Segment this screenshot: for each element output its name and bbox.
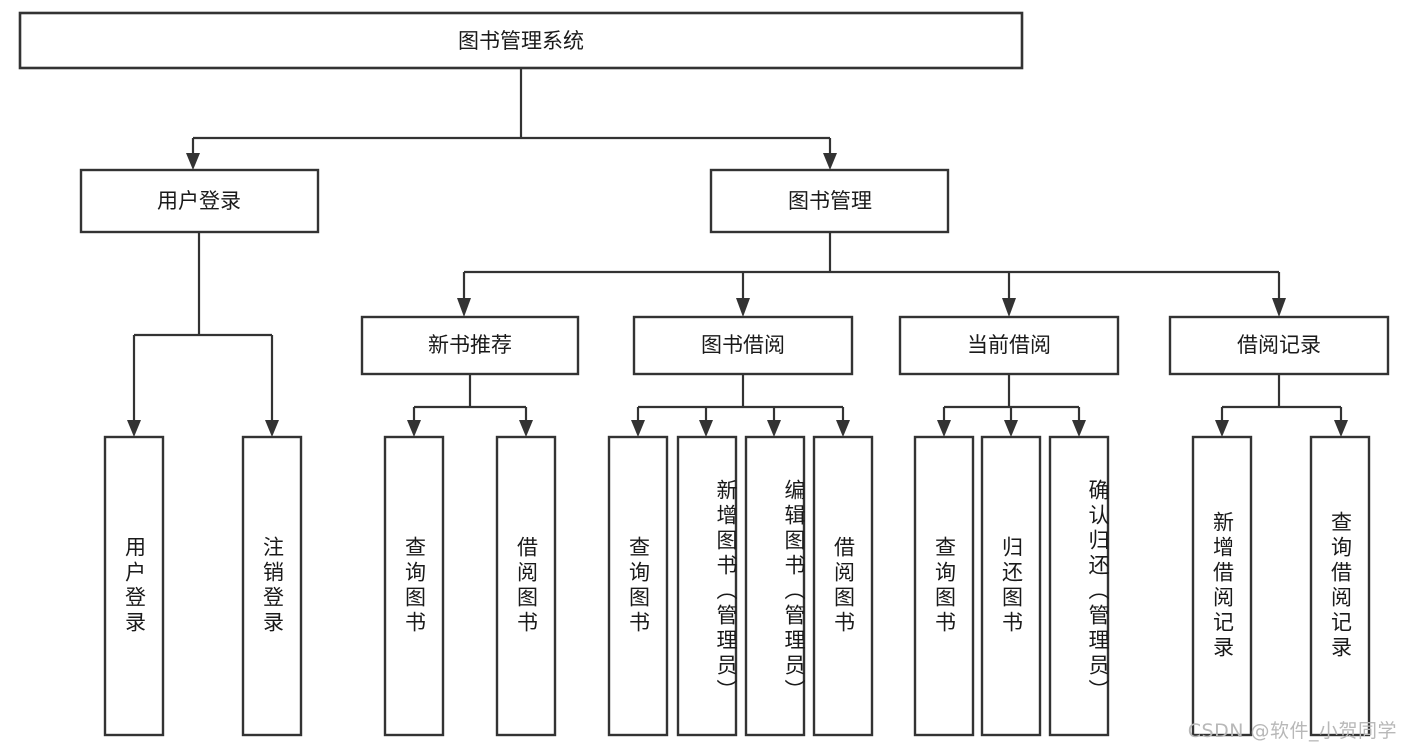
node-book-manage[interactable] <box>709 168 950 234</box>
arrow-head-book-borrow <box>736 298 750 317</box>
horizontal-label-layer: 图书管理系统 用户登录 图书管理 新书推荐 图书借阅 当前借阅 借阅记录 <box>157 29 1321 357</box>
arrow-head-borrow-record <box>1272 298 1286 317</box>
arrow-head-leaf-6 <box>699 420 713 437</box>
arrow-head-leaf-3 <box>407 420 421 437</box>
arrow-head-book-manage <box>823 153 837 170</box>
node-user-login[interactable] <box>79 168 320 234</box>
arrow-head-current-borrow <box>1002 298 1016 317</box>
node-root-label: 图书管理系统 <box>458 29 584 53</box>
node-leaf-10[interactable] <box>980 435 1042 737</box>
arrow-head-leaf-4 <box>519 420 533 437</box>
node-leaf-8[interactable] <box>812 435 874 737</box>
node-book-borrow-label: 图书借阅 <box>701 333 785 357</box>
arrow-head-leaf-10 <box>1004 420 1018 437</box>
connector-layer <box>127 68 1348 437</box>
arrow-head-user-login <box>186 153 200 170</box>
arrow-head-leaf-11 <box>1072 420 1086 437</box>
arrow-head-new-book-rec <box>457 298 471 317</box>
node-leaf-2[interactable] <box>241 435 303 737</box>
arrow-head-leaf-8 <box>836 420 850 437</box>
csdn-watermark: CSDN @软件_小贺同学 <box>1187 720 1397 742</box>
node-borrow-record[interactable] <box>1168 315 1390 376</box>
node-leaf-9[interactable] <box>913 435 975 737</box>
node-book-borrow[interactable] <box>632 315 854 376</box>
node-leaf-11[interactable] <box>1048 435 1110 737</box>
arrow-head-leaf-9 <box>937 420 951 437</box>
arrow-head-leaf-13 <box>1334 420 1348 437</box>
arrow-head-leaf-7 <box>767 420 781 437</box>
node-book-manage-label: 图书管理 <box>788 189 872 213</box>
arrow-head-leaf-12 <box>1215 420 1229 437</box>
node-leaf-1[interactable] <box>103 435 165 737</box>
node-current-borrow[interactable] <box>898 315 1120 376</box>
node-leaf-12[interactable] <box>1191 435 1253 737</box>
node-leaf-4[interactable] <box>495 435 557 737</box>
node-leaf-5[interactable] <box>607 435 669 737</box>
arrow-head-leaf-2 <box>265 420 279 437</box>
node-leaf-7[interactable] <box>744 435 806 737</box>
node-leaf-13[interactable] <box>1309 435 1371 737</box>
arrow-head-leaf-5 <box>631 420 645 437</box>
node-user-login-label: 用户登录 <box>157 189 241 213</box>
node-root[interactable] <box>18 11 1024 70</box>
arrow-head-leaf-1 <box>127 420 141 437</box>
node-new-book-rec-label: 新书推荐 <box>428 333 512 357</box>
node-new-book-rec[interactable] <box>360 315 580 376</box>
node-leaf-6[interactable] <box>676 435 738 737</box>
node-borrow-record-label: 借阅记录 <box>1237 333 1321 357</box>
node-box-layer <box>18 11 1390 737</box>
node-current-borrow-label: 当前借阅 <box>967 333 1051 357</box>
node-leaf-3[interactable] <box>383 435 445 737</box>
